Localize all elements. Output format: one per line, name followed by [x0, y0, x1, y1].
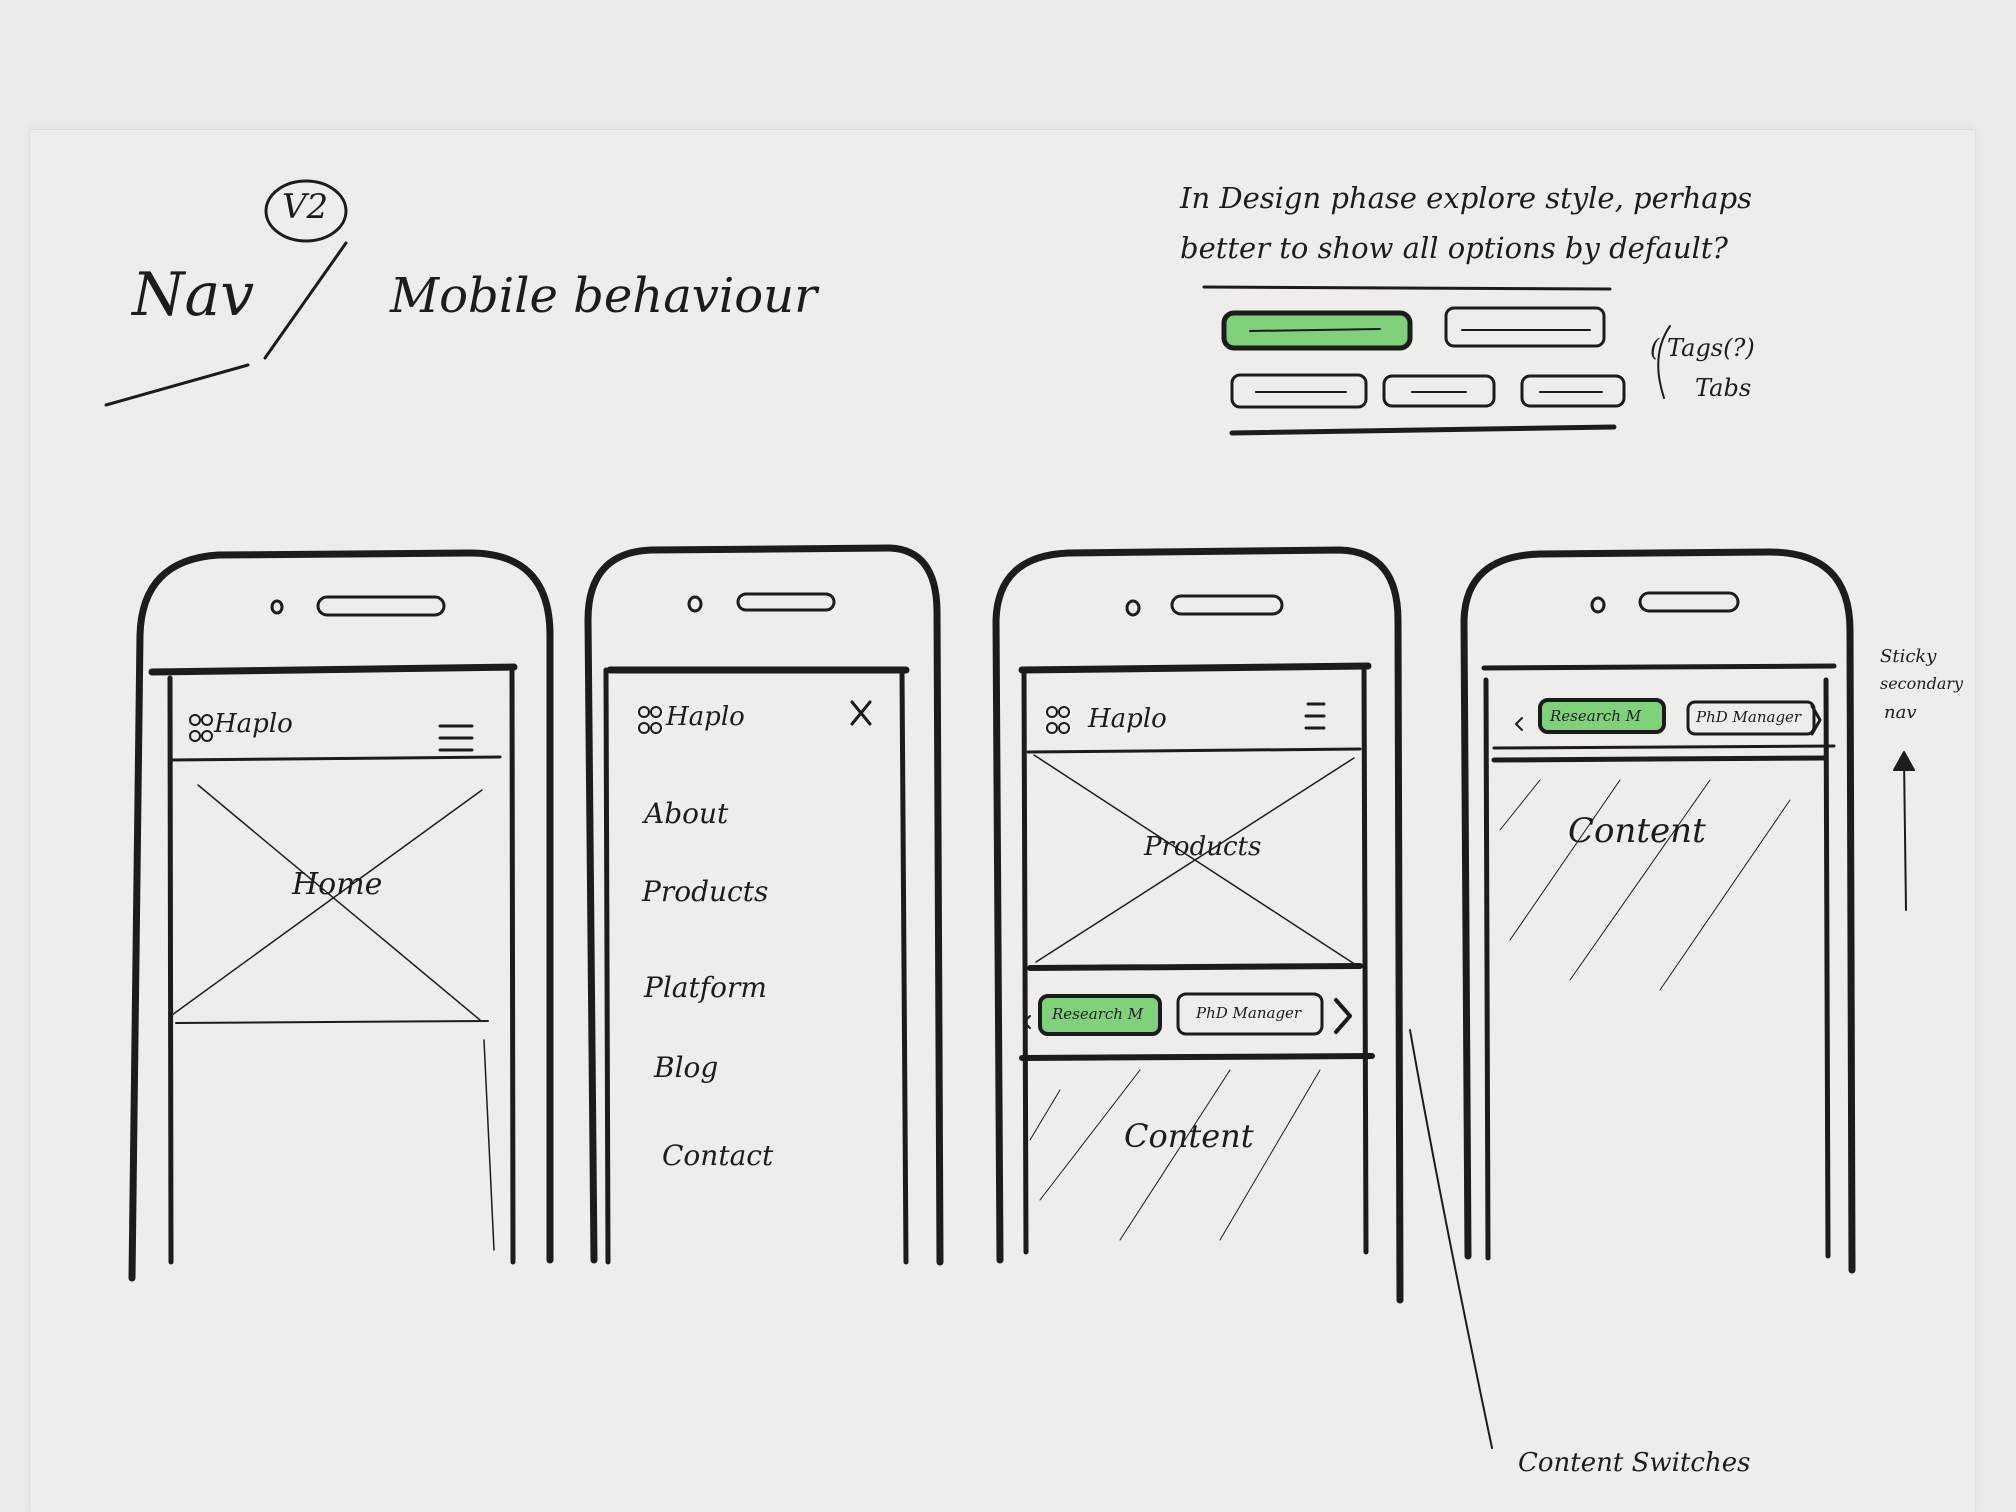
content-switches-label: Content Switches [1518, 1448, 1751, 1478]
phone3-tab-research-label[interactable]: Research M [1052, 1005, 1144, 1023]
phone3-content-label: Content [1124, 1117, 1254, 1155]
note-line-2: better to show all options by default? [1180, 231, 1728, 265]
menu-item-platform[interactable]: Platform [644, 971, 767, 1004]
phone3-logo: Haplo [1088, 704, 1167, 734]
phone2-logo: Haplo [666, 702, 745, 732]
phone4-tab-phd-label[interactable]: PhD Manager [1696, 708, 1802, 726]
mini-tab [1444, 306, 1606, 348]
sticky-label-3: nav [1884, 702, 1917, 723]
phone-2 [584, 544, 944, 1266]
note-line-1: In Design phase explore style, perhaps [1180, 181, 1753, 215]
menu-item-blog[interactable]: Blog [654, 1051, 719, 1084]
tabs-label-2: Tabs [1695, 374, 1752, 402]
tab-research [1538, 698, 1666, 734]
close-icon [850, 700, 872, 726]
tabs-label-1: ( Tags(?) [1650, 334, 1755, 362]
phone4-tab-research-label[interactable]: Research M [1550, 707, 1642, 725]
version-circle [264, 179, 348, 243]
phone1-logo: Haplo [214, 709, 293, 739]
logo-mark-2 [638, 706, 662, 734]
menu-item-about[interactable]: About [644, 797, 729, 830]
tab-research [1038, 994, 1162, 1036]
phone-1 [128, 549, 554, 1282]
title-mobile-behaviour: Mobile behaviour [390, 268, 818, 324]
phone3-tab-phd-label[interactable]: PhD Manager [1196, 1004, 1302, 1022]
sticky-label-2: secondary [1880, 674, 1964, 693]
sticky-label-1: Sticky [1880, 646, 1937, 667]
logo-mark-3 [1046, 706, 1070, 734]
phone1-hero-label: Home [292, 867, 383, 902]
phone-4 [1460, 548, 1856, 1274]
mini-tab [1230, 373, 1368, 409]
logo-mark-1 [189, 714, 213, 742]
tab-phd [1176, 992, 1324, 1036]
title-nav: Nav [132, 260, 255, 330]
paper-sheet [30, 130, 1975, 1512]
mini-tab [1520, 374, 1626, 408]
phone3-hero-label: Products [1144, 832, 1262, 862]
mini-tab [1382, 374, 1496, 408]
phone-3 [992, 546, 1404, 1304]
tab-phd [1686, 700, 1816, 736]
menu-item-products[interactable]: Products [642, 875, 769, 908]
phone4-content-label: Content [1568, 811, 1706, 851]
version-label: V2 [282, 187, 329, 227]
menu-item-contact[interactable]: Contact [662, 1139, 774, 1172]
